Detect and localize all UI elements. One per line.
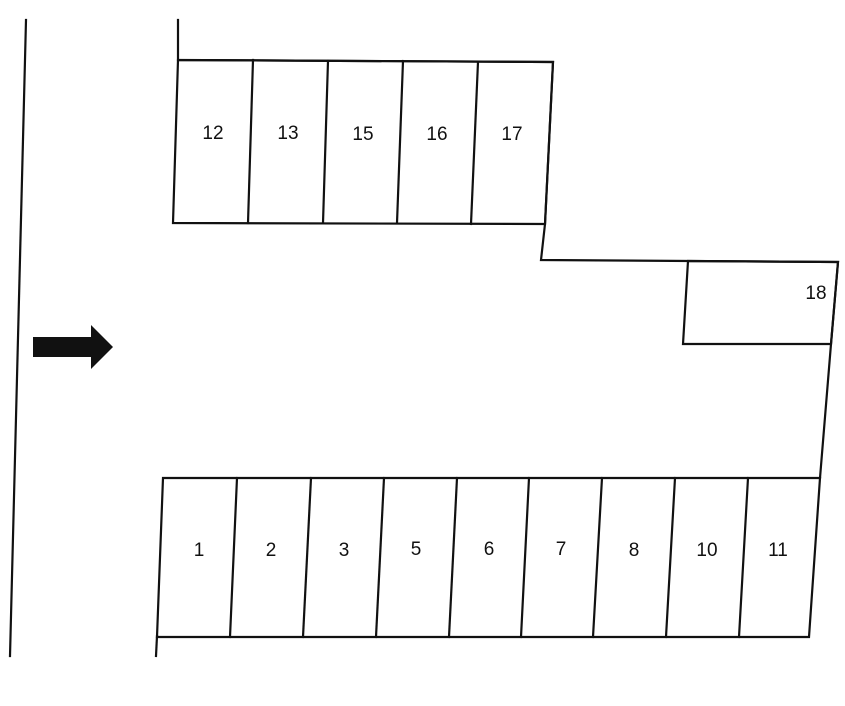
space-label-13: 13 — [277, 123, 298, 144]
space-label-1: 1 — [194, 540, 205, 561]
space-divider — [469, 60, 480, 226]
space-divider — [395, 59, 405, 225]
space-label-7: 7 — [556, 539, 567, 560]
space-divider — [246, 58, 255, 225]
space-label-16: 16 — [426, 124, 447, 145]
space-label-8: 8 — [629, 540, 640, 561]
space-label-2: 2 — [266, 540, 277, 561]
space-divider — [321, 59, 330, 225]
space-label-18: 18 — [805, 283, 826, 304]
top-row-dividers — [246, 58, 480, 226]
road-edge-line — [8, 18, 28, 658]
space-label-5: 5 — [411, 539, 422, 560]
side-space-block — [681, 259, 840, 346]
space-label-10: 10 — [696, 540, 717, 561]
space-divider — [374, 476, 386, 639]
space-divider — [301, 476, 313, 639]
space-divider — [591, 476, 604, 639]
space-divider — [447, 476, 459, 639]
space-label-11: 11 — [768, 540, 788, 561]
arrow-right-icon — [33, 325, 113, 369]
space-divider — [664, 476, 677, 639]
bottom-row-dividers — [228, 476, 750, 639]
space-label-15: 15 — [352, 124, 373, 145]
space-label-6: 6 — [484, 539, 495, 560]
lot-outline — [176, 18, 840, 480]
space-divider — [737, 476, 750, 639]
space-label-12: 12 — [202, 123, 223, 144]
space-divider — [519, 476, 531, 639]
space-label-17: 17 — [501, 124, 522, 145]
top-row-block — [171, 58, 555, 226]
lot-outline-bottom-tick — [154, 634, 159, 658]
space-label-3: 3 — [339, 540, 350, 561]
space-divider — [228, 476, 239, 639]
